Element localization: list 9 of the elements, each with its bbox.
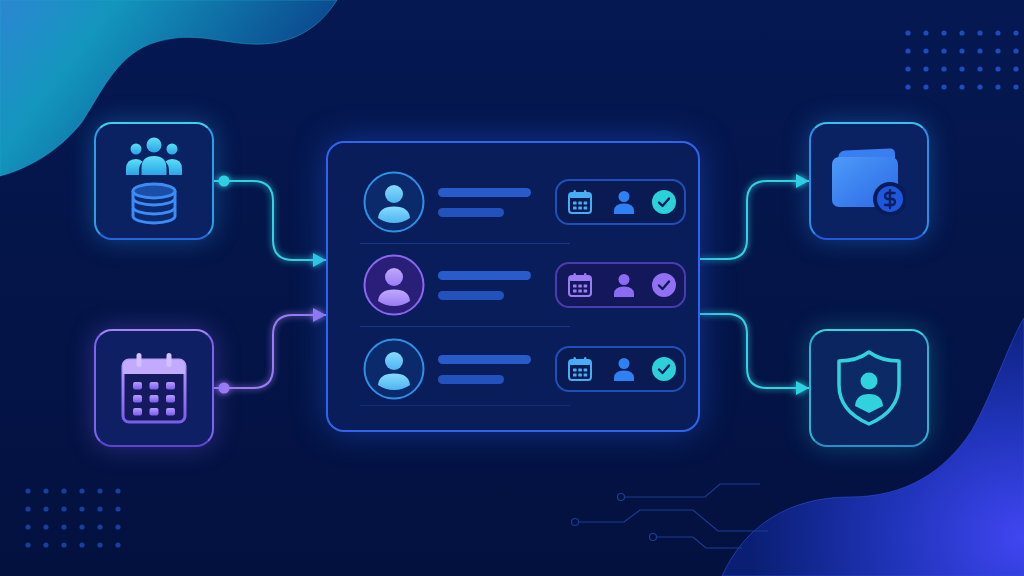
icon-tile <box>809 329 929 447</box>
icon-tile <box>94 122 214 240</box>
connector-arrow <box>699 174 810 260</box>
connector-arrow <box>699 313 810 395</box>
connector-arrow <box>213 308 327 394</box>
icon-tile <box>94 329 214 447</box>
user-list-panel <box>326 141 700 432</box>
icon-tile <box>809 122 929 240</box>
connector-arrow <box>213 175 327 267</box>
